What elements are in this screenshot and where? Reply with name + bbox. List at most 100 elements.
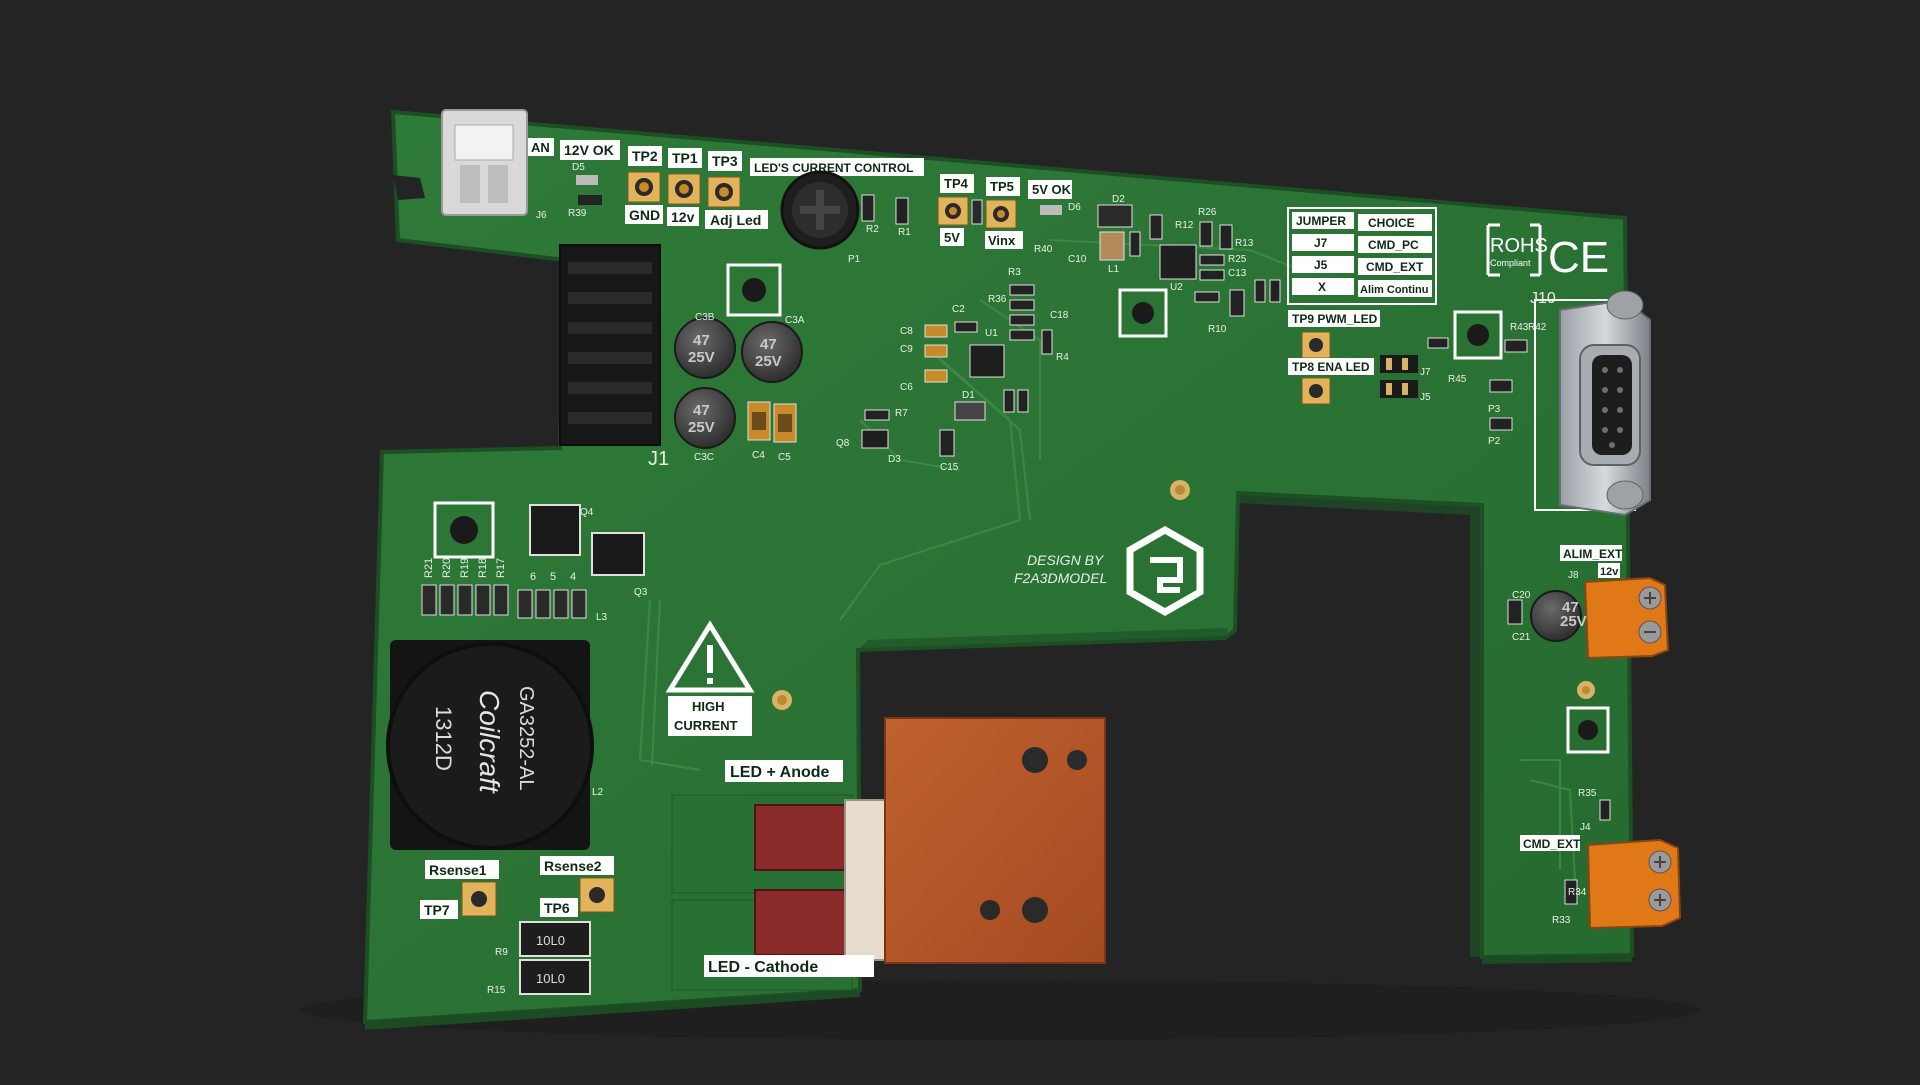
- top-label-row: AN 12V OK D5 R39 TP2 TP1 TP3 GND 12v Adj…: [528, 138, 924, 229]
- j8-refdes: J8: [1568, 570, 1579, 581]
- label-tp2: TP2: [632, 148, 658, 164]
- label-12v: 12v: [671, 209, 695, 225]
- jumper-header-choice: CHOICE: [1368, 216, 1415, 230]
- c3a-refdes: C3A: [785, 315, 805, 326]
- label-led-anode: LED + Anode: [730, 764, 830, 781]
- jumper-row2-jumper: J5: [1314, 258, 1328, 272]
- r15-value: 10L0: [536, 971, 565, 986]
- c21-refdes: C21: [1512, 632, 1531, 643]
- p2-refdes: P2: [1488, 436, 1501, 447]
- inductor-l2: Coilcraft GA3252-AL 1312D L2: [386, 640, 604, 850]
- capacitor-c3b: 47 25V C3B: [674, 312, 736, 379]
- d3-refdes: D3: [888, 454, 901, 465]
- jumper-table: JUMPER CHOICE J7 CMD_PC J5 CMD_EXT X Ali…: [1287, 207, 1437, 305]
- alim-ext-terminal-j8: ALIM_EXT 12v J8: [1560, 545, 1670, 660]
- j5-refdes: J5: [1420, 392, 1431, 403]
- led-terminals: LED + Anode LED - Cathode: [671, 760, 886, 991]
- r36-refdes: R36: [988, 294, 1007, 305]
- label-an: AN: [531, 140, 550, 155]
- jumper-row1-choice: CMD_PC: [1368, 238, 1419, 252]
- label-12v-ok: 12V OK: [564, 142, 614, 158]
- n5-refdes: 5: [550, 571, 556, 583]
- rohs-ce-marks: ROHS Compliant CE: [1486, 223, 1609, 282]
- j4-refdes: J4: [1580, 822, 1591, 833]
- j1-refdes: J1: [648, 448, 669, 470]
- r15-refdes: R15: [487, 985, 506, 996]
- r33-refdes: R33: [1552, 915, 1571, 926]
- r35-refdes: R35: [1578, 788, 1597, 799]
- label-tp8: TP8 ENA LED: [1292, 360, 1370, 374]
- r1-refdes: R1: [898, 227, 911, 238]
- r42-refdes: R42: [1528, 322, 1547, 333]
- r21-refdes: R21: [423, 558, 435, 578]
- u2-refdes: U2: [1170, 282, 1183, 293]
- ce-mark: CE: [1548, 233, 1609, 282]
- mount-pads: [433, 263, 1610, 754]
- mosfets-q3-q4: Q4 Q3: [529, 504, 648, 598]
- c5-refdes: C5: [778, 452, 791, 463]
- jumper-row3-jumper: X: [1318, 280, 1326, 294]
- c8-refdes: C8: [900, 326, 913, 337]
- n4-refdes: 4: [570, 571, 576, 583]
- capacitor-c3c: 47 25V C3C: [674, 387, 736, 463]
- r43-refdes: R43: [1510, 322, 1529, 333]
- warning-current: CURRENT: [674, 718, 738, 733]
- q4-refdes: Q4: [580, 507, 594, 518]
- u1-refdes: U1: [985, 328, 998, 339]
- r19-refdes: R19: [459, 558, 471, 578]
- high-current-warning: HIGH CURRENT: [665, 620, 755, 736]
- l3-refdes: L3: [596, 612, 608, 623]
- label-gnd: GND: [629, 207, 660, 223]
- label-tp6: TP6: [544, 900, 570, 916]
- label-5v-ok: 5V OK: [1032, 182, 1072, 197]
- smd-cluster-top: [1097, 204, 1281, 317]
- cmd-ext-terminal-j4: CMD_EXT J4 R35 R34 R33: [1520, 788, 1682, 930]
- c13-refdes: C13: [1228, 268, 1247, 279]
- design-by-logo: DESIGN BY F2A3DMODEL: [1014, 525, 1204, 617]
- r13-refdes: R13: [1235, 238, 1254, 249]
- label-tp9: TP9 PWM_LED: [1292, 312, 1378, 326]
- c15-refdes: C15: [940, 462, 959, 473]
- c3a-voltage: 25V: [755, 353, 782, 370]
- c4-refdes: C4: [752, 450, 765, 461]
- rsense-area: Rsense1 Rsense2 TP7 TP6 10L0 10L0 R9 R15: [420, 856, 615, 996]
- label-tp4: TP4: [944, 176, 969, 191]
- vga-connector-j10: J10: [1530, 290, 1651, 517]
- jumper-row2-choice: CMD_EXT: [1366, 260, 1424, 274]
- heatsink: [884, 717, 1106, 964]
- c3c-value: 47: [693, 402, 710, 419]
- c9-refdes: C9: [900, 344, 913, 355]
- tp8-tp9-area: TP9 PWM_LED TP8 ENA LED J7 J5 R45 P3 P2 …: [1288, 310, 1547, 447]
- p1-refdes: P1: [848, 254, 861, 265]
- r17-refdes: R17: [495, 558, 507, 578]
- j6-refdes: J6: [536, 210, 547, 221]
- j1-connector: J1: [559, 244, 669, 470]
- r7-refdes: R7: [895, 408, 908, 419]
- q3-refdes: Q3: [634, 587, 648, 598]
- r18-refdes: R18: [477, 558, 489, 578]
- p3-refdes: P3: [1488, 404, 1501, 415]
- c10-refdes: C10: [1068, 254, 1087, 265]
- n6-refdes: 6: [530, 571, 536, 583]
- c3b-value: 47: [693, 332, 710, 349]
- tp4-tp5-area: TP4 TP5 5V OK 5V Vinx R40 D6: [937, 174, 1081, 255]
- label-cmd-ext: CMD_EXT: [1523, 837, 1581, 851]
- capacitor-c3a: 47 25V C3A: [741, 315, 805, 383]
- l1-refdes: L1: [1108, 264, 1120, 275]
- j6-connector: J6: [441, 109, 547, 221]
- d5-refdes: D5: [572, 162, 585, 173]
- r2-refdes: R2: [866, 224, 879, 235]
- c3c-voltage: 25V: [688, 419, 715, 436]
- d2-refdes: D2: [1112, 194, 1125, 205]
- r10-refdes: R10: [1208, 324, 1227, 335]
- c18-refdes: C18: [1050, 310, 1069, 321]
- c6-refdes: C6: [900, 382, 913, 393]
- label-12v-alim: 12v: [1600, 566, 1619, 578]
- r25-refdes: R25: [1228, 254, 1247, 265]
- label-rsense2: Rsense2: [544, 858, 602, 874]
- label-tp7: TP7: [424, 902, 450, 918]
- inductor-part: GA3252-AL: [515, 686, 537, 791]
- label-5v: 5V: [944, 230, 960, 245]
- c20-voltage: 25V: [1560, 613, 1587, 630]
